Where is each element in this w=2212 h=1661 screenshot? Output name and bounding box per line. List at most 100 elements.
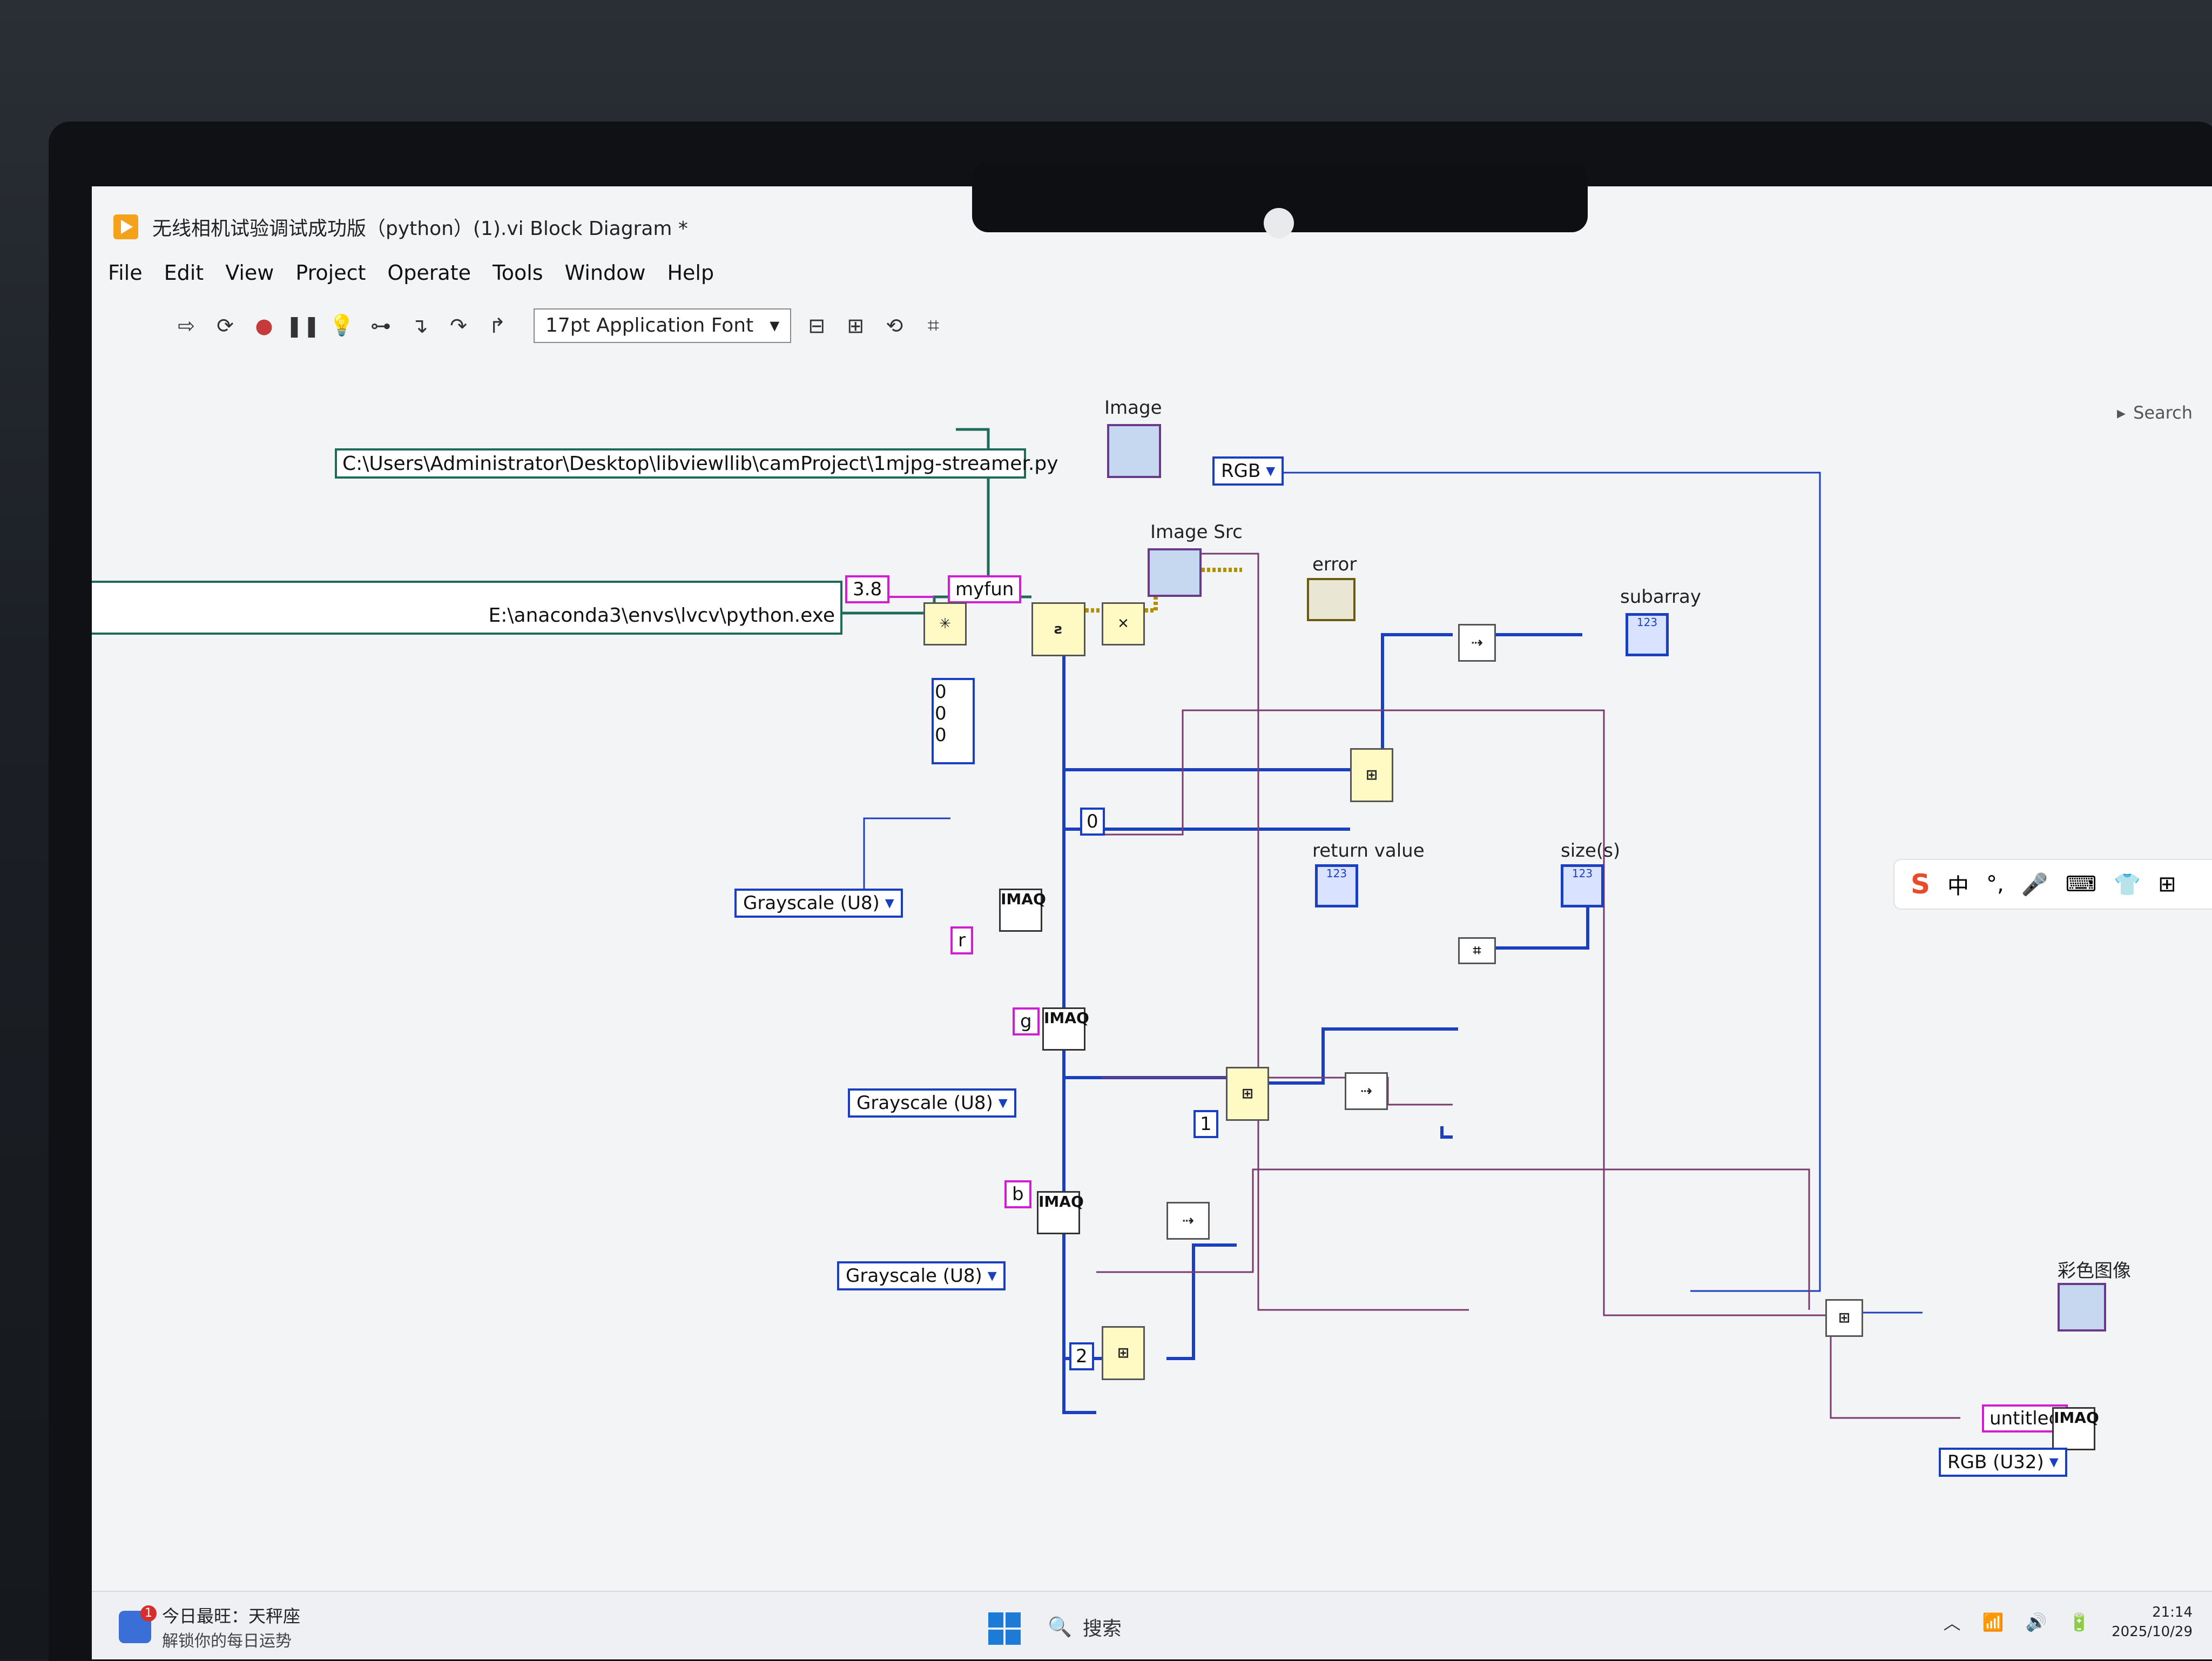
- ime-punctuation[interactable]: °,: [1986, 872, 2004, 897]
- taskbar-search-placeholder: 搜索: [1082, 1618, 1122, 1640]
- chevron-down-icon: ▼: [998, 1096, 1008, 1110]
- close-python-session-node[interactable]: ✕: [1102, 602, 1145, 645]
- clock-date: 2025/10/29: [2112, 1624, 2193, 1640]
- menu-edit[interactable]: Edit: [164, 261, 204, 285]
- b-constant[interactable]: b: [1004, 1180, 1031, 1208]
- imaq-create-g-node[interactable]: IMAQ: [1042, 1007, 1089, 1051]
- imaq-create-b-node[interactable]: IMAQ: [1037, 1191, 1084, 1234]
- image-label: Image: [1104, 397, 1162, 419]
- menu-window[interactable]: Window: [564, 261, 646, 285]
- labview-app-icon: [113, 214, 138, 239]
- battery-icon[interactable]: 🔋: [2068, 1612, 2090, 1632]
- two-constant[interactable]: 2: [1069, 1342, 1094, 1370]
- webcam-icon: [1264, 208, 1294, 238]
- menu-help[interactable]: Help: [667, 261, 714, 285]
- array-subset-node-3[interactable]: ⊞: [1102, 1326, 1145, 1380]
- version-constant[interactable]: 3.8: [845, 575, 890, 603]
- taskbar-search[interactable]: 🔍 搜索: [1048, 1608, 1274, 1646]
- rgb-enum[interactable]: RGB▼: [1212, 456, 1284, 486]
- array-subset-node-2[interactable]: ⊞: [1226, 1067, 1269, 1121]
- sogou-logo-icon[interactable]: S: [1911, 869, 1931, 900]
- zero-constant[interactable]: 0: [1080, 808, 1105, 836]
- step-into-icon[interactable]: ↴: [411, 313, 428, 338]
- rgb-u32-enum[interactable]: RGB (U32)▼: [1939, 1448, 2067, 1477]
- open-python-session-node[interactable]: ✳: [923, 602, 967, 645]
- block-diagram-canvas[interactable]: Image RGB▼ C:\Users\Administrator\Deskto…: [92, 359, 2212, 1618]
- menu-operate[interactable]: Operate: [387, 261, 471, 285]
- distribute-icon[interactable]: ⊞: [847, 313, 865, 338]
- pause-icon[interactable]: ❚❚: [286, 313, 320, 338]
- retain-wire-values-icon[interactable]: ⊶: [370, 313, 391, 338]
- function-name-constant[interactable]: myfun: [948, 575, 1022, 603]
- menu-project[interactable]: Project: [295, 261, 366, 285]
- color-planes-node[interactable]: ⊞: [1825, 1299, 1863, 1337]
- font-select[interactable]: 17pt Application Font ▾: [534, 308, 792, 343]
- run-continuous-icon[interactable]: ⟳: [217, 313, 234, 338]
- menu-tools[interactable]: Tools: [493, 261, 543, 285]
- align-icon[interactable]: ⊟: [808, 313, 826, 338]
- reorder-icon[interactable]: ⟲: [886, 313, 903, 338]
- image-src-terminal-icon[interactable]: [1148, 548, 1202, 597]
- subarray-indicator-icon[interactable]: 123: [1626, 613, 1669, 656]
- script-path-value: C:\Users\Administrator\Desktop\libviewll…: [342, 453, 1058, 475]
- widgets-button[interactable]: 今日最旺：天秤座 解锁你的每日运势: [119, 1603, 300, 1651]
- chevron-up-icon[interactable]: ︿: [1943, 1613, 1961, 1633]
- run-arrow-icon[interactable]: ⇨: [178, 313, 195, 338]
- grayscale-enum-2[interactable]: Grayscale (U8)▼: [848, 1088, 1016, 1118]
- g-constant[interactable]: g: [1013, 1007, 1040, 1035]
- error-indicator-icon[interactable]: [1307, 578, 1355, 621]
- highlight-execution-icon[interactable]: 💡: [329, 313, 355, 337]
- search-box[interactable]: ▸ Search: [2117, 402, 2193, 423]
- grayscale-enum-1[interactable]: Grayscale (U8)▼: [734, 889, 903, 918]
- ime-chinese-mode[interactable]: 中: [1947, 874, 1970, 899]
- array-constant[interactable]: 0 0 0: [932, 678, 975, 764]
- sizes-indicator-icon[interactable]: 123: [1561, 864, 1604, 907]
- imaq-create-r-node[interactable]: IMAQ: [999, 889, 1046, 932]
- r-constant[interactable]: r: [950, 926, 973, 954]
- cleanup-icon[interactable]: ⌗: [927, 313, 939, 337]
- start-button[interactable]: [988, 1612, 1021, 1645]
- imaq-color-label: IMAQ: [2054, 1409, 2099, 1427]
- step-over-icon[interactable]: ↷: [450, 313, 467, 338]
- mic-icon[interactable]: 🎤: [2021, 872, 2048, 897]
- chevron-down-icon: ▾: [770, 314, 780, 337]
- color-image-terminal-icon[interactable]: [2058, 1283, 2106, 1332]
- step-out-icon[interactable]: ↱: [489, 313, 506, 338]
- menu-bar: File Edit View Project Operate Tools Win…: [92, 251, 714, 294]
- python-path-constant[interactable]: E:\anaconda3\envs\lvcv\python.exe: [92, 581, 842, 635]
- chevron-down-icon: ▼: [987, 1269, 997, 1283]
- screen: 无线相机试验调试成功版（python）(1).vi Block Diagram …: [92, 186, 2212, 1659]
- array-size-node[interactable]: ⌗: [1458, 937, 1496, 964]
- skin-icon[interactable]: 👕: [2114, 872, 2141, 897]
- clock-time: 21:14: [2152, 1604, 2193, 1620]
- keyboard-icon[interactable]: ⌨: [2065, 872, 2097, 897]
- window-title: 无线相机试验调试成功版（python）(1).vi Block Diagram …: [152, 218, 688, 240]
- imaq-g-label: IMAQ: [1044, 1009, 1089, 1027]
- grayscale-enum-3[interactable]: Grayscale (U8) ▼: [837, 1261, 1006, 1290]
- array-to-image-b-node[interactable]: ⇢: [1166, 1202, 1210, 1240]
- imaq-b-label: IMAQ: [1038, 1193, 1084, 1211]
- volume-icon[interactable]: 🔊: [2025, 1612, 2047, 1632]
- imaq-create-color-node[interactable]: IMAQ: [2052, 1407, 2099, 1450]
- grid-icon[interactable]: ⊞: [2158, 872, 2176, 897]
- search-label: Search: [2133, 402, 2193, 423]
- rgb-u32-enum-value: RGB (U32): [1947, 1451, 2044, 1473]
- array-subset-node-1[interactable]: ⊞: [1350, 748, 1393, 802]
- index-array-node[interactable]: ⇢: [1458, 624, 1496, 662]
- menu-file[interactable]: File: [108, 261, 143, 285]
- wifi-icon[interactable]: 📶: [1982, 1612, 2004, 1632]
- script-path-constant[interactable]: C:\Users\Administrator\Desktop\libviewll…: [335, 448, 1058, 479]
- return-value-indicator-icon[interactable]: 123: [1315, 864, 1358, 907]
- widgets-icon: [119, 1605, 157, 1643]
- array-element-1: 0: [935, 703, 947, 724]
- clock[interactable]: 21:14 2025/10/29: [2112, 1603, 2193, 1642]
- font-select-value: 17pt Application Font: [545, 314, 754, 337]
- image-terminal-icon[interactable]: [1107, 424, 1161, 478]
- abort-icon[interactable]: ●: [255, 313, 273, 338]
- one-constant[interactable]: 1: [1193, 1110, 1218, 1138]
- toolbar: ⇨ ⟳ ● ❚❚ 💡 ⊶ ↴ ↷ ↱ 17pt Application Font…: [92, 300, 2212, 351]
- menu-view[interactable]: View: [225, 261, 274, 285]
- grayscale-enum-3-value: Grayscale (U8): [846, 1265, 982, 1287]
- python-node[interactable]: ƨ: [1031, 602, 1085, 656]
- array-to-image-g-node[interactable]: ⇢: [1345, 1072, 1388, 1110]
